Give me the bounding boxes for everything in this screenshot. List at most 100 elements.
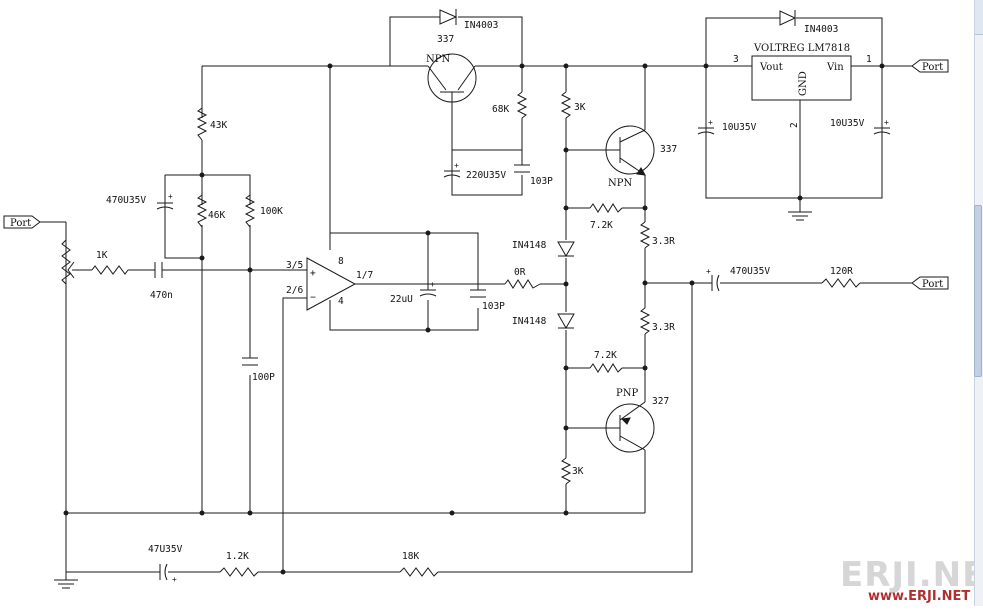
q-top-type: NPN [426,54,450,65]
diodes: IN4003 IN4148 IN4148 IN4003 [439,9,838,330]
resistor-120r [821,278,861,288]
svg-text:+: + [708,118,713,127]
res-100k-label: 100K [260,206,283,217]
capacitor-103p-mid [470,289,486,298]
scrollbar-thumb[interactable] [974,205,982,377]
svg-text:+: + [706,267,711,276]
capacitors: 470n + 470U35V 100P + 22uU 103P + 220U35… [106,118,891,584]
resistor-43k [196,107,208,141]
res-3k-top-label: 3K [574,102,586,113]
res-68k-label: 68K [492,104,509,115]
res-46k-label: 46K [208,210,225,221]
port-right-mid[interactable]: Port [911,276,949,290]
reg-gnd: GND [798,71,809,96]
capacitor-470u35v-out [711,274,720,292]
opamp-pin-8: 8 [338,256,344,267]
svg-text:+: + [884,118,889,127]
resistor-7-2k-bottom [589,363,623,373]
reg-vout: Vout [759,62,783,73]
port-right-top[interactable]: Port [911,59,949,73]
res-0r-label: 0R [514,267,526,278]
cap-10u35v-b-label: 10U35V [830,118,865,129]
res-12k-label: 1.2K [226,551,249,562]
junction-dots [63,63,885,575]
watermark-url: www.ERJI.NET [868,589,970,604]
res-18k-label: 18K [402,551,419,562]
diode-4148-b-label: IN4148 [512,316,547,327]
svg-text:+: + [430,280,435,289]
diode-in4003-reg [779,10,797,26]
cap-47u35v-label: 47U35V [148,544,183,555]
diode-top-label: IN4003 [464,20,498,31]
reg-pin2: 2 [789,122,800,128]
res-120r-label: 120R [830,266,853,277]
svg-text:+: + [172,575,177,584]
ground-symbols [54,211,812,589]
res-33r-b-label: 3.3R [652,322,675,333]
resistors: 1K 43K 46K 100K 68K 3K 7.2K 3.3R 0R 3.3R… [91,91,861,577]
q-pnp-num: 327 [652,396,669,407]
res-33r-a-label: 3.3R [652,236,675,247]
resistor-1k [91,265,129,275]
opamp-pin-out: 1/7 [356,270,373,281]
resistor-68k [516,91,528,119]
reg-name: VOLTREG LM7818 [753,43,850,54]
capacitor-103p-top [514,164,530,173]
ground-regulator [788,211,812,221]
cap-470u35v-left-label: 470U35V [106,195,146,206]
scrollbar-top-area[interactable] [975,0,983,35]
resistor-3-3r-bottom [639,307,651,335]
cap-103p-top-label: 103P [530,176,553,187]
voltage-regulator: VOLTREG LM7818 Vout Vin GND 3 1 2 [733,43,872,128]
resistor-7-2k-top [589,203,623,213]
opamp-plus: + [310,268,316,279]
reg-vin: Vin [826,62,844,73]
diode-in4148-a [557,241,575,258]
svg-text:+: + [168,192,173,201]
resistor-100k [244,194,256,228]
transistor-pnp-driver: PNP 327 [605,388,669,453]
resistor-3-3r-top [639,221,651,249]
port-right-mid-label: Port [922,279,943,290]
ground-main [54,579,78,589]
q-npn-num: 337 [660,144,677,155]
diode-4148-a-label: IN4148 [512,240,547,251]
capacitor-47u35v [159,563,168,581]
cap-470n-label: 470n [150,290,173,301]
cap-220u35v-label: 220U35V [466,170,506,181]
cap-22u-label: 22uU [390,294,413,305]
opamp-pin-in-pos: 3/5 [286,260,303,271]
capacitor-22u [419,289,437,297]
res-72k-bot-label: 7.2K [594,350,617,361]
svg-text:+: + [454,161,459,170]
q-npn-type: NPN [608,178,632,189]
opamp-pin-in-neg: 2/6 [286,285,303,296]
cap-100p-label: 100P [252,372,275,383]
cap-470u35v-out-label: 470U35V [730,266,770,277]
cap-103p-mid-label: 103P [482,301,505,312]
q-top-num: 337 [437,34,454,45]
resistor-18k [399,567,439,577]
reg-pin3: 3 [733,54,739,65]
resistor-0r [504,279,541,289]
diode-in4003-top [439,9,458,25]
q-pnp-type: PNP [616,388,638,399]
port-right-top-label: Port [922,62,943,73]
port-left[interactable]: Port [3,215,41,229]
transistor-top-npn: 337 NPN [426,34,477,103]
capacitor-10u35v-a [697,127,715,135]
resistor-3k-bottom [560,457,572,485]
resistor-3k-top [560,91,572,119]
watermark: ERJI.NET www.ERJI.NET [840,555,983,604]
res-1k-label: 1K [96,250,108,261]
res-72k-top-label: 7.2K [590,220,613,231]
cap-10u35v-a-label: 10U35V [722,122,757,133]
opamp-minus: − [310,292,316,303]
opamp: + − 3/5 2/6 1/7 8 4 [286,256,373,311]
input-potentiometer [61,239,75,285]
vertical-scrollbar[interactable] [974,0,983,606]
reg-pin1: 1 [866,54,872,65]
res-3k-bot-label: 3K [572,466,584,477]
